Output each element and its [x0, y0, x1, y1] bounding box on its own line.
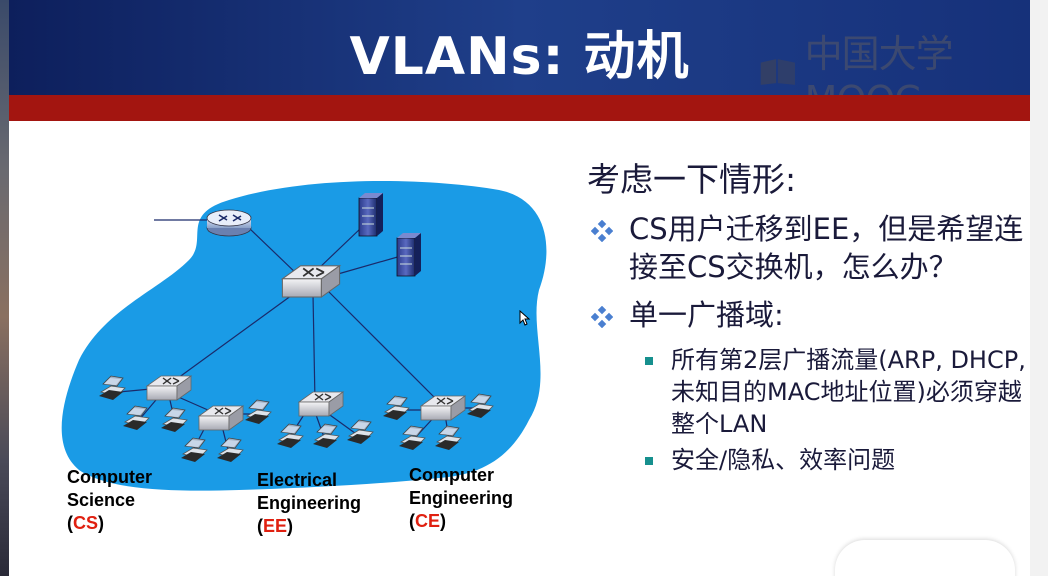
bullet-text: CS用户迁移到EE，但是希望连接至CS交换机，怎么办？ [629, 212, 1024, 284]
left-edge-strip [0, 0, 9, 576]
group-label-line: Science [67, 490, 136, 510]
corner-overlay [835, 540, 1015, 576]
group-label-line: Computer [409, 465, 494, 485]
title-red-band [9, 95, 1030, 121]
slide-title: VLANs: 动机 [349, 27, 690, 87]
group-abbr-text: CE [415, 511, 441, 531]
paren: ) [440, 511, 447, 531]
right-edge-strip [1030, 0, 1048, 576]
server-icon [358, 193, 383, 237]
paren: ( [257, 516, 263, 536]
bullet-item: 单一广播域: [587, 296, 1027, 334]
mouse-cursor-icon [519, 310, 531, 326]
paren: ( [409, 511, 415, 531]
bullet-item: CS用户迁移到EE，但是希望连接至CS交换机，怎么办？ [587, 210, 1027, 286]
group-label-line: Engineering [409, 488, 514, 508]
group-abbr: (EE) [257, 515, 361, 538]
group-abbr-text: CS [73, 513, 99, 533]
mooc-logo-icon [760, 59, 795, 85]
slide-content: 考虑一下情形: CS用户迁移到EE，但是希望连接至CS交换机，怎么办？ 单一广播… [587, 158, 1027, 476]
paren: ) [98, 513, 105, 533]
server-icon [396, 233, 421, 277]
paren: ( [67, 513, 73, 533]
group-label-ce: Computer Engineering (CE) [409, 464, 513, 533]
group-label-cs: Computer Science (CS) [67, 466, 152, 535]
square-bullet-icon [645, 357, 653, 365]
group-label-line: Electrical [257, 470, 338, 490]
watermark: 中国大学MOOC [759, 32, 1030, 122]
title-bar [9, 0, 1030, 95]
group-abbr: (CS) [67, 512, 152, 535]
sub-bullet-text: 所有第2层广播流量(ARP, DHCP, 未知目的MAC地址位置)必须穿越整个L… [671, 346, 1026, 438]
sub-bullet-item: 安全/隐私、效率问题 [587, 444, 1027, 476]
group-abbr: (CE) [409, 510, 513, 533]
group-abbr-text: EE [263, 516, 288, 536]
bullet-text: 单一广播域: [629, 298, 784, 332]
slide: VLANs: 动机 中国大学MOOC [9, 0, 1030, 576]
paren: ) [287, 516, 294, 536]
square-bullet-icon [645, 457, 653, 465]
sub-bullet-text: 安全/隐私、效率问题 [671, 446, 896, 474]
group-label-line: Engineering [257, 493, 362, 513]
lead-text: 考虑一下情形: [587, 160, 797, 199]
sub-bullet-item: 所有第2层广播流量(ARP, DHCP, 未知目的MAC地址位置)必须穿越整个L… [587, 344, 1027, 440]
router-icon [206, 209, 252, 237]
lan-cloud [61, 180, 547, 491]
network-diagram [61, 180, 547, 491]
group-label-line: Computer [67, 467, 152, 487]
diamond-bullet-icon [591, 306, 613, 328]
group-label-ee: Electrical Engineering (EE) [257, 469, 361, 538]
diamond-bullet-icon [591, 220, 613, 242]
